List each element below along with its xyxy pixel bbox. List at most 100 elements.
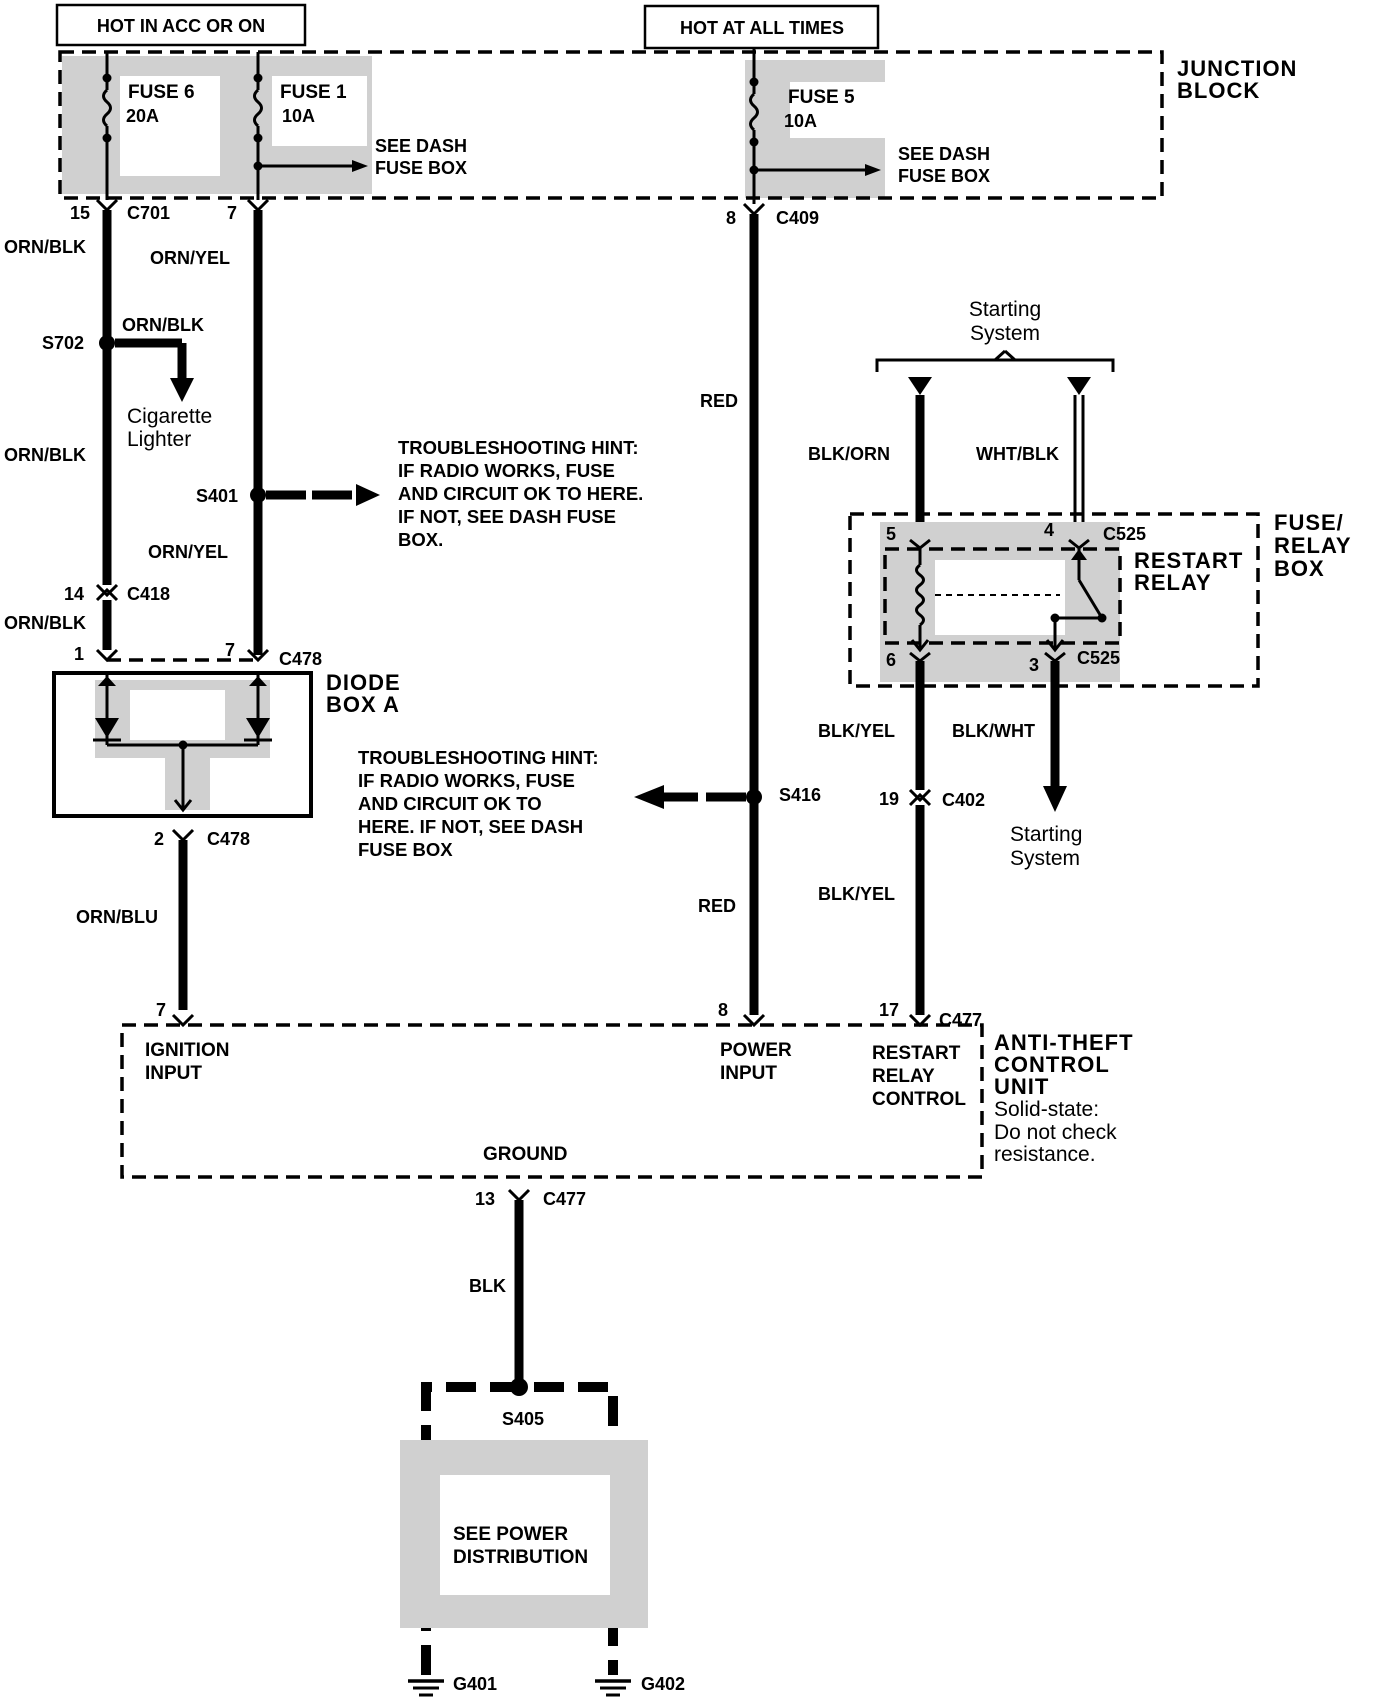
hint2-line2: IF RADIO WORKS, FUSE: [358, 770, 575, 791]
cigarette-lighter-2: Lighter: [127, 428, 191, 451]
ground-g401: G401: [408, 1674, 497, 1697]
wire-label-blk-yel-1: BLK/YEL: [818, 721, 895, 741]
wire-label-blk: BLK: [469, 1276, 506, 1296]
ground-label: GROUND: [483, 1144, 567, 1165]
fuse-relay-box: FUSE/ RELAY BOX RESTART RELAY 5 4 C525 6…: [848, 510, 1352, 688]
fuse5-label: FUSE 5: [788, 87, 855, 108]
c409-pin-8: 8: [726, 208, 736, 228]
wire-label-blk-wht: BLK/WHT: [952, 721, 1035, 741]
fuse-relay-title-2: RELAY: [1274, 533, 1352, 558]
wire-label-wht-blk: WHT/BLK: [976, 444, 1059, 464]
ignition-input-2: INPUT: [145, 1063, 202, 1084]
fuse5-rating: 10A: [784, 111, 817, 131]
header-hot-all-text: HOT AT ALL TIMES: [680, 18, 844, 38]
connector-c409: 8 C409: [726, 202, 819, 228]
c477-top-label: C477: [939, 1010, 982, 1030]
wire-label-orn-blk-3: ORN/BLK: [4, 445, 86, 465]
c477-pin-13: 13: [475, 1189, 495, 1209]
wire-label-orn-blk-1: ORN/BLK: [4, 237, 86, 257]
hint1-line2: IF RADIO WORKS, FUSE: [398, 460, 615, 481]
restart-relay-control-3: CONTROL: [872, 1089, 966, 1110]
wire-blk-yel: BLK/YEL BLK/YEL 19 C402: [818, 661, 985, 1015]
c525-pin-3: 3: [1029, 655, 1039, 675]
power-distribution-2: DISTRIBUTION: [453, 1547, 588, 1568]
anti-theft-note-3: resistance.: [994, 1143, 1096, 1166]
c402-label: C402: [942, 790, 985, 810]
wire-label-red-1: RED: [700, 391, 738, 411]
wire-orn-blk: ORN/BLK ORN/BLK ORN/BLK S702 ORN/BLK Cig…: [4, 210, 212, 650]
power-input-2: INPUT: [720, 1063, 777, 1084]
hint1-line1: TROUBLESHOOTING HINT:: [398, 437, 639, 458]
restart-relay-control-2: RELAY: [872, 1066, 935, 1087]
c701-pin-15: 15: [70, 203, 90, 223]
wire-label-orn-yel-1: ORN/YEL: [150, 248, 230, 268]
wire-label-blk-yel-2: BLK/YEL: [818, 884, 895, 904]
diode-box-title-1: DIODE: [326, 670, 401, 695]
wire-blk-wht: BLK/WHT Starting System: [952, 661, 1082, 870]
starting-system-top: Starting System: [875, 298, 1115, 395]
c525-pin-6: 6: [886, 650, 896, 670]
c477-pin-17: 17: [879, 1000, 899, 1020]
c402-pin-19: 19: [879, 789, 899, 809]
diode-box-a: 1 7 C478 DIODE BOX A: [52, 640, 401, 818]
c478-bottom-label: C478: [207, 829, 250, 849]
wire-wht-blk: WHT/BLK: [976, 395, 1085, 540]
wire-label-orn-yel-2: ORN/YEL: [148, 542, 228, 562]
power-distribution-1: SEE POWER: [453, 1524, 568, 1545]
anti-theft-title-1: ANTI-THEFT: [994, 1030, 1134, 1055]
junction-block-title-2: BLOCK: [1177, 78, 1260, 103]
c418-label: C418: [127, 584, 170, 604]
c478-pin-2: 2: [154, 829, 164, 849]
starting-system-top-1: Starting: [969, 298, 1041, 321]
wire-label-blk-orn: BLK/ORN: [808, 444, 890, 464]
anti-theft-control-unit: 7 8 17 C477 IGNITION INPUT POWER INPUT R…: [120, 1000, 1134, 1179]
anti-theft-note-1: Solid-state:: [994, 1098, 1099, 1121]
restart-relay-title-1: RESTART: [1134, 548, 1243, 573]
hint2-line5: FUSE BOX: [358, 839, 453, 860]
c477-pin-7: 7: [156, 1000, 166, 1020]
c478-top-label: C478: [279, 649, 322, 669]
anti-theft-title-2: CONTROL: [994, 1052, 1110, 1077]
hint1-line4: IF NOT, SEE DASH FUSE: [398, 506, 616, 527]
fuse6-label: FUSE 6: [128, 82, 195, 103]
header-hot-in-acc: HOT IN ACC OR ON: [55, 3, 307, 47]
c525-top-label: C525: [1103, 524, 1146, 544]
wire-blk-orn: BLK/ORN: [808, 395, 925, 540]
wire-label-red-2: RED: [698, 896, 736, 916]
fuse6-rating: 20A: [126, 106, 159, 126]
c525-pin-4: 4: [1044, 520, 1054, 540]
cigarette-lighter-1: Cigarette: [127, 405, 212, 428]
fuse1-rating: 10A: [282, 106, 315, 126]
starting-system-top-2: System: [970, 322, 1040, 345]
wire-red: RED RED S416: [634, 214, 821, 1015]
c701-pin-7: 7: [227, 203, 237, 223]
junction-block: JUNCTION BLOCK FUSE 6 20A FUSE 1 10A SEE…: [58, 48, 1297, 204]
g402-label: G402: [641, 1674, 685, 1694]
c525-pin-5: 5: [886, 524, 896, 544]
anti-theft-title-3: UNIT: [994, 1074, 1049, 1099]
ignition-input-1: IGNITION: [145, 1040, 229, 1061]
c478-pin-1: 1: [74, 644, 84, 664]
g401-label: G401: [453, 1674, 497, 1694]
starting-system-bottom-2: System: [1010, 847, 1080, 870]
wire-orn-yel: ORN/YEL ORN/YEL S401: [148, 210, 380, 655]
see-dash-fuse-box-1a: SEE DASH: [375, 136, 467, 156]
power-distribution-box: SEE POWER DISTRIBUTION: [400, 1440, 648, 1628]
s702-label: S702: [42, 333, 84, 353]
header-hot-at-all-times: HOT AT ALL TIMES: [643, 4, 880, 50]
fuse-relay-title-1: FUSE/: [1274, 510, 1344, 535]
connector-c701: 15 C701 7: [70, 198, 270, 223]
header-hot-acc-text: HOT IN ACC OR ON: [97, 16, 265, 36]
restart-relay-control-1: RESTART: [872, 1043, 961, 1064]
c478-pin-7: 7: [225, 640, 235, 660]
hint2-line1: TROUBLESHOOTING HINT:: [358, 747, 599, 768]
junction-block-title-1: JUNCTION: [1177, 56, 1297, 81]
s405-label: S405: [502, 1409, 544, 1429]
c525-bottom-label: C525: [1077, 648, 1120, 668]
c477-bottom-label: C477: [543, 1189, 586, 1209]
c477-pin-8: 8: [718, 1000, 728, 1020]
ground-g402: G402: [595, 1674, 685, 1697]
c418-pin-14: 14: [64, 584, 84, 604]
hint2-line4: HERE. IF NOT, SEE DASH: [358, 816, 583, 837]
hint1-line5: BOX.: [398, 529, 443, 550]
